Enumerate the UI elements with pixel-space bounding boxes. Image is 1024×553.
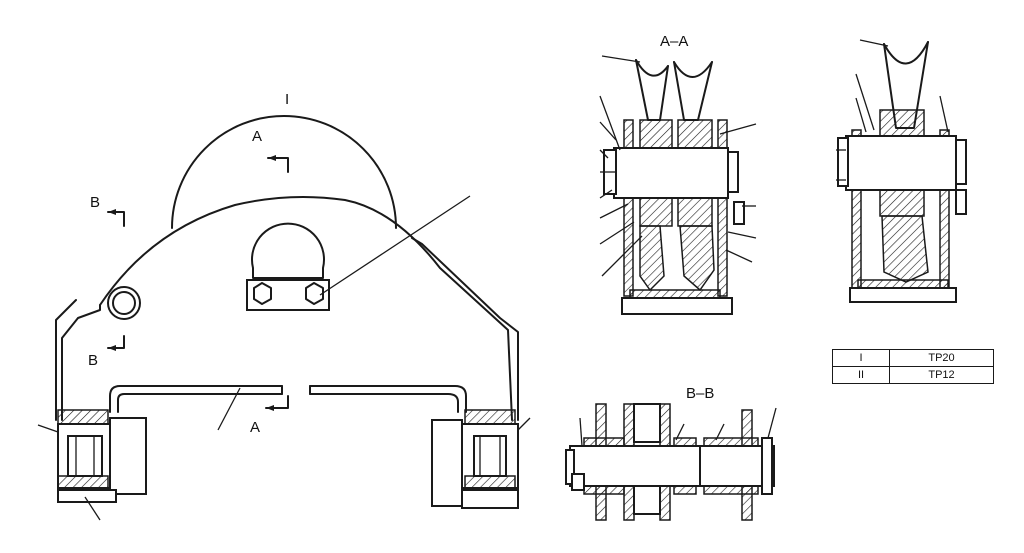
cross-beam-top — [109, 385, 467, 413]
section-bb-view: B–B — [565, 385, 777, 521]
table-cell-mark: I — [832, 349, 890, 367]
leader-bolt — [319, 195, 471, 296]
section-bb-title: B–B — [686, 385, 714, 402]
hex-bolt-right — [305, 282, 324, 305]
pin-hole-inner — [112, 291, 136, 315]
base-single — [849, 287, 957, 303]
base-aa — [621, 297, 733, 315]
label-a-top: A — [252, 128, 262, 145]
section-single-view — [836, 39, 967, 303]
table-cell-model: TP20 — [889, 349, 994, 367]
model-table: I TP20 II TP12 — [832, 349, 994, 384]
section-marker-b-bottom — [107, 335, 125, 351]
pin-hole-outer — [107, 286, 141, 320]
right-arm-outer — [411, 237, 519, 421]
left-arm-outline — [61, 304, 101, 421]
left-arm-outer — [55, 299, 77, 421]
section-marker-a-bottom — [265, 395, 289, 411]
leader-beam — [217, 387, 241, 431]
main-view: I A A B B — [37, 91, 531, 521]
section-marker-b-top — [107, 209, 125, 227]
table-cell-mark: II — [832, 366, 890, 384]
hex-bolt-left — [253, 282, 272, 305]
right-wheel-assembly — [431, 409, 531, 509]
shaft-aa — [613, 147, 729, 199]
table-row: II TP12 — [832, 366, 994, 384]
section-marker-a-top — [267, 155, 289, 173]
label-a-bottom: A — [250, 419, 260, 436]
side-plate-outline — [99, 195, 513, 421]
left-wheel-assembly — [37, 409, 147, 521]
shaft-bb — [569, 445, 775, 487]
cross-beam-bottom — [117, 393, 459, 413]
table-cell-model: TP12 — [889, 366, 994, 384]
pulley-1-upper — [635, 59, 669, 121]
label-b-top: B — [90, 194, 100, 211]
sheave-outline-arc — [171, 115, 397, 229]
shaft-bracket — [251, 222, 325, 279]
label-b-bottom: B — [88, 352, 98, 369]
table-row: I TP20 — [832, 349, 994, 367]
section-aa-view: A–A — [599, 33, 757, 315]
shaft-single — [845, 135, 957, 191]
section-aa-title: A–A — [660, 33, 688, 50]
view-mark: I — [285, 91, 289, 108]
